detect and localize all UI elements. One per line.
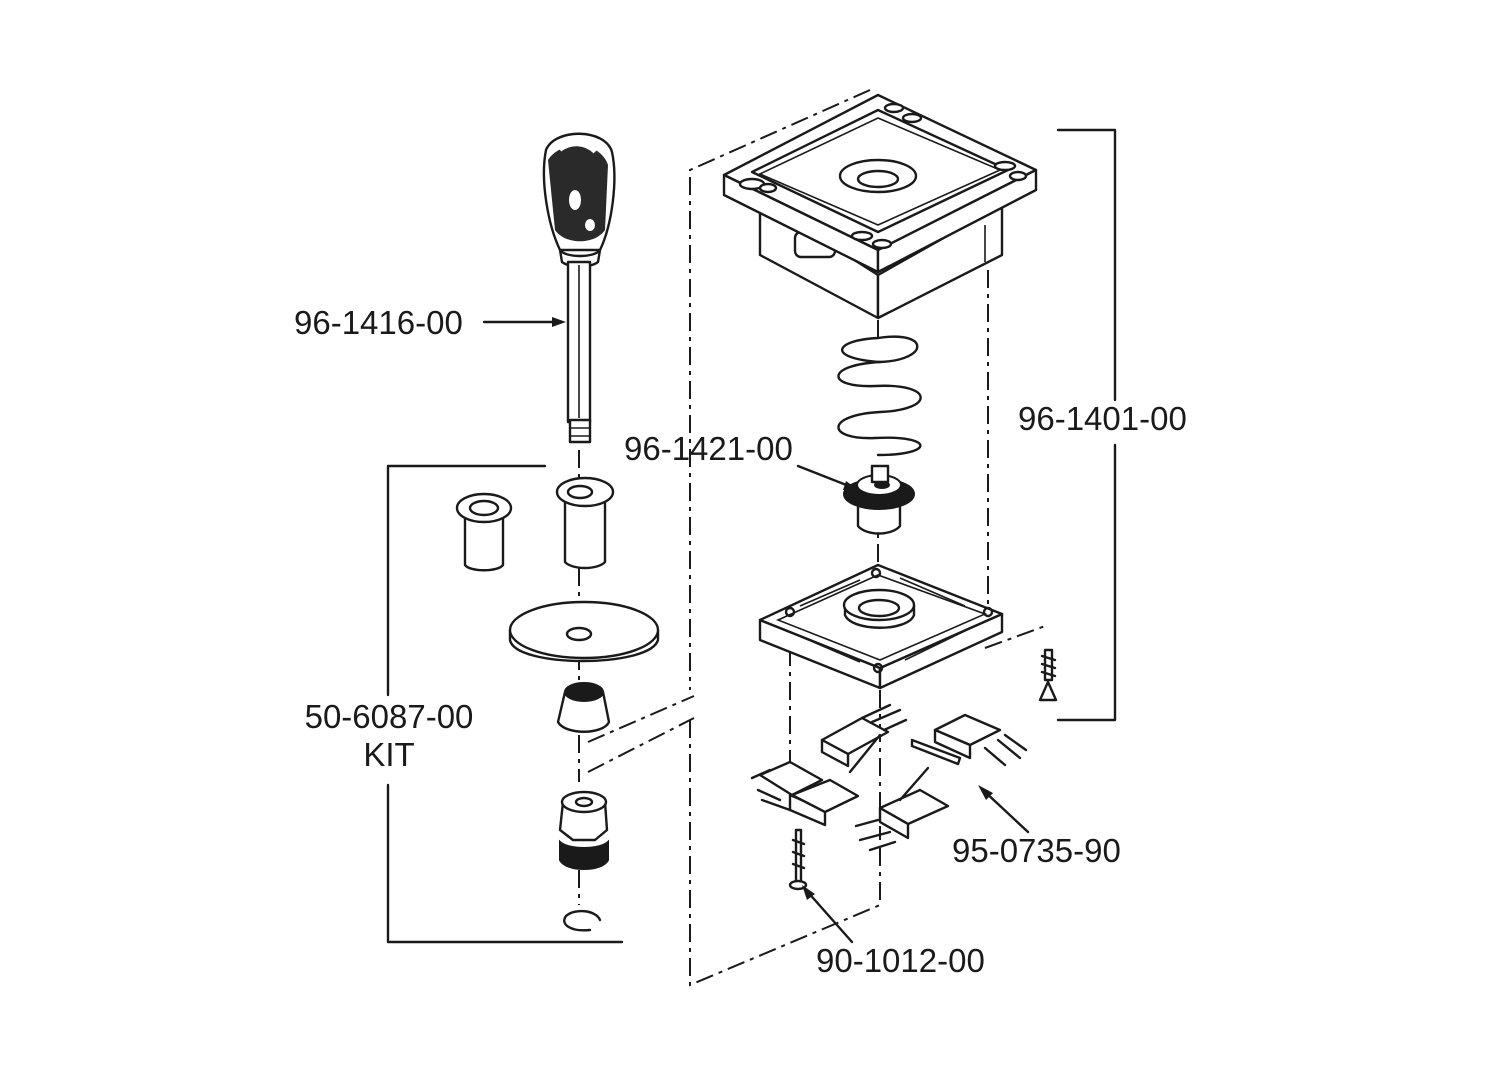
pivot-assembly xyxy=(843,464,915,535)
microswitch-bottom xyxy=(854,766,950,852)
housing-outline xyxy=(689,89,881,987)
label-handle-part-number: 96-1416-00 xyxy=(294,304,463,341)
label-kit-word: KIT xyxy=(363,736,415,773)
washer-disk xyxy=(508,600,660,663)
top-housing xyxy=(722,93,1038,320)
joystick-handle xyxy=(542,132,616,444)
pivot-leader-arrow xyxy=(796,464,860,491)
label-assembly-part-number: 96-1401-00 xyxy=(1018,400,1187,437)
microswitch-top xyxy=(820,703,908,774)
handle-leader-arrow xyxy=(482,317,566,327)
housing-axis-lines xyxy=(789,270,989,840)
spare-bushing xyxy=(455,492,513,572)
label-kit-part-number: 50-6087-00 xyxy=(304,698,474,735)
microswitch-right xyxy=(910,713,1028,767)
label-switch-part-number: 95-0735-90 xyxy=(952,832,1121,869)
kit-bracket xyxy=(386,464,624,944)
label-screw-part-number: 90-1012-00 xyxy=(816,942,985,979)
assembly-bracket xyxy=(1056,128,1117,722)
switch-screw xyxy=(788,828,808,891)
return-spring xyxy=(837,335,922,457)
lower-actuator xyxy=(558,790,609,870)
main-bushing xyxy=(555,476,615,570)
label-pivot-part-number: 96-1421-00 xyxy=(624,430,793,467)
upper-actuator xyxy=(556,682,611,733)
base-plate xyxy=(758,563,1004,690)
e-clip xyxy=(563,909,602,932)
switch-leader-arrow xyxy=(978,785,1030,834)
microswitch-left xyxy=(750,760,860,827)
mount-screw xyxy=(984,624,1058,702)
kit-housing-connector xyxy=(587,695,695,773)
screw-leader-arrow xyxy=(802,885,854,944)
